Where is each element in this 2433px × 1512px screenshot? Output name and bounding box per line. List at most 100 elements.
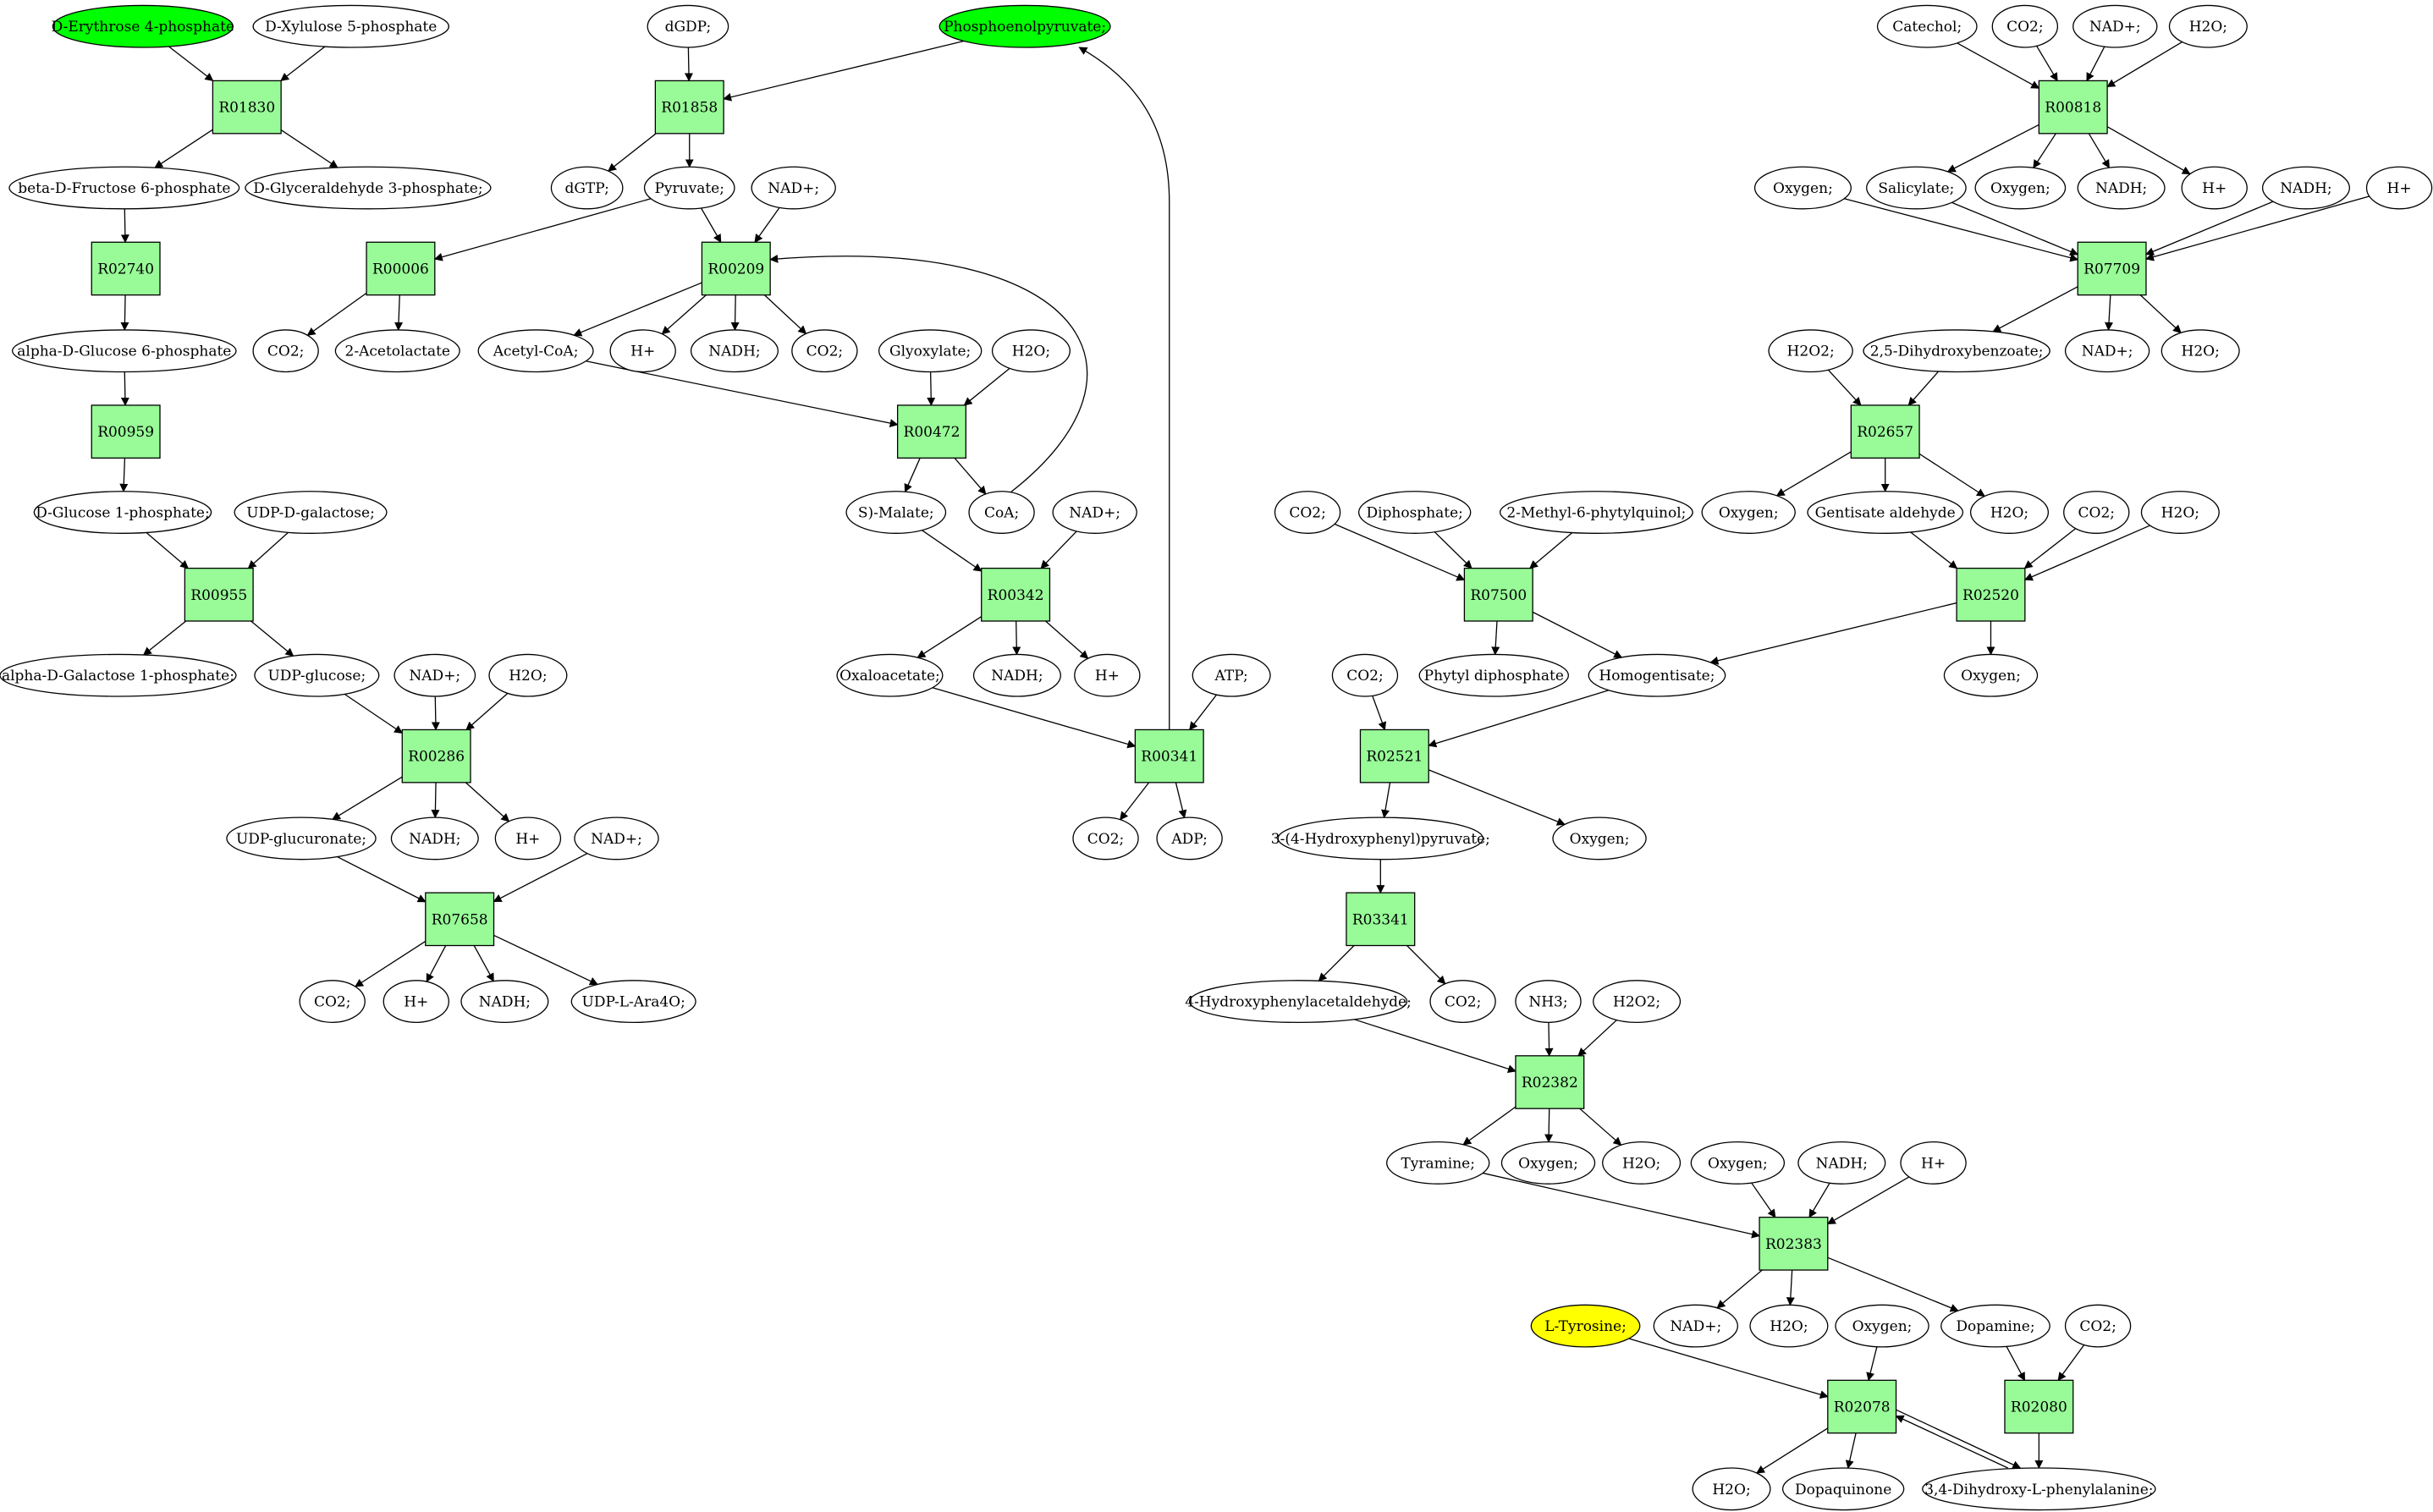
compound-co2[interactable]: CO2; [2063,491,2130,534]
compound-alpha-d-galactose-1-phosphate[interactable]: alpha-D-Galactose 1-phosphate; [0,653,237,697]
compound-nad[interactable]: NAD+; [2072,4,2158,48]
compound-homogentisate[interactable]: Homogentisate; [1588,653,1726,697]
reaction-r01830[interactable]: R01830 [212,80,282,135]
compound-l-tyrosine[interactable]: L-Tyrosine; [1530,1304,1641,1348]
compound-dopamine[interactable]: Dopamine; [1940,1304,2050,1348]
reaction-r00341[interactable]: R00341 [1134,729,1204,783]
compound-nadh[interactable]: NADH; [2077,166,2166,210]
compound-coa[interactable]: CoA; [968,491,1035,534]
compound-nadh[interactable]: NADH; [972,653,1061,697]
reaction-r02740[interactable]: R02740 [91,241,161,296]
compound-s-malate[interactable]: S)-Malate; [845,491,947,534]
compound-3-4-dihydroxy-l-phenylalanine[interactable]: 3,4-Dihydroxy-L-phenylalanine; [1922,1467,2156,1511]
compound-nad[interactable]: NAD+; [1653,1304,1739,1348]
compound-oxygen[interactable]: Oxygen; [1753,166,1852,210]
compound-dgdp[interactable]: dGDP; [647,4,729,48]
compound-h[interactable]: H+ [494,816,562,860]
compound-udp-l-ara4o[interactable]: UDP-L-Ara4O; [570,980,696,1023]
compound-h2o[interactable]: H2O; [2168,4,2248,48]
compound-3-4-hydroxyphenyl-pyruvate[interactable]: 3-(4-Hydroxyphenyl)pyruvate; [1271,816,1490,860]
compound-h[interactable]: H+ [2181,166,2248,210]
compound-d-erythrose-4-phosphate[interactable]: D-Erythrose 4-phosphate [52,4,234,48]
compound-phosphoenolpyruvate[interactable]: Phosphoenolpyruvate; [939,4,1111,48]
compound-nad[interactable]: NAD+; [574,816,659,860]
compound-gentisate-aldehyde[interactable]: Gentisate aldehyde [1807,491,1964,534]
reaction-r00472[interactable]: R00472 [896,404,967,459]
compound-co2[interactable]: CO2; [2064,1304,2132,1348]
reaction-r00209[interactable]: R00209 [701,241,771,296]
compound-h2o[interactable]: H2O; [991,329,1071,373]
compound-nh3[interactable]: NH3; [1515,980,1582,1023]
compound-2-methyl-6-phytylquinol[interactable]: 2-Methyl-6-phytylquinol; [1499,491,1693,534]
compound-h[interactable]: H+ [1074,653,1141,697]
compound-nad[interactable]: NAD+; [2064,329,2150,373]
compound-oxygen[interactable]: Oxygen; [1690,1141,1786,1185]
compound-atp[interactable]: ATP; [1192,653,1271,697]
reaction-r03341[interactable]: R03341 [1346,892,1416,947]
compound-h2o[interactable]: H2O; [2161,329,2240,373]
compound-h2o[interactable]: H2O; [1602,1141,1682,1185]
compound-nad[interactable]: NAD+; [751,166,836,210]
compound-d-glucose-1-phosphate[interactable]: D-Glucose 1-phosphate; [33,491,212,534]
compound-co2[interactable]: CO2; [1331,653,1399,697]
compound-co2[interactable]: CO2; [1429,980,1496,1023]
compound-4-hydroxyphenylacetaldehyde[interactable]: 4-Hydroxyphenylacetaldehyde; [1185,980,1412,1023]
reaction-r07709[interactable]: R07709 [2077,241,2147,296]
compound-udp-glucose[interactable]: UDP-glucose; [254,653,380,697]
compound-2-acetolactate[interactable]: 2-Acetolactate [334,329,460,373]
compound-nadh[interactable]: NADH; [690,329,779,373]
compound-co2[interactable]: CO2; [1991,4,2059,48]
reaction-r02078[interactable]: R02078 [1827,1379,1897,1434]
compound-oxygen[interactable]: Oxygen; [1974,166,2067,210]
compound-tyramine[interactable]: Tyramine; [1386,1141,1490,1185]
compound-udp-d-galactose[interactable]: UDP-D-galactose; [234,491,388,534]
compound-adp[interactable]: ADP; [1156,816,1223,860]
compound-nadh[interactable]: NADH; [460,980,549,1023]
compound-oxygen[interactable]: Oxygen; [1552,816,1647,860]
compound-dopaquinone[interactable]: Dopaquinone [1781,1467,1905,1511]
compound-h2o2[interactable]: H2O2; [1768,329,1853,373]
compound-h[interactable]: H+ [609,329,676,373]
reaction-r00818[interactable]: R00818 [2038,80,2108,135]
reaction-r00006[interactable]: R00006 [366,241,436,296]
compound-phytyl-diphosphate[interactable]: Phytyl diphosphate [1418,653,1570,697]
reaction-r02383[interactable]: R02383 [1759,1216,1829,1271]
compound-glyoxylate[interactable]: Glyoxylate; [878,329,983,373]
compound-h[interactable]: H+ [2365,166,2433,210]
compound-co2[interactable]: CO2; [791,329,858,373]
compound-h2o[interactable]: H2O; [1969,491,2050,534]
compound-h[interactable]: H+ [383,980,449,1023]
compound-oxygen[interactable]: Oxygen; [1500,1141,1596,1185]
compound-d-glyceraldehyde-3-phosphate[interactable]: D-Glyceraldehyde 3-phosphate; [245,166,492,210]
compound-dgtp[interactable]: dGTP; [550,166,624,210]
compound-pyruvate[interactable]: Pyruvate; [643,166,735,210]
compound-h2o[interactable]: H2O; [1692,1467,1771,1511]
reaction-r02080[interactable]: R02080 [2004,1379,2074,1434]
compound-oxaloacetate[interactable]: Oxaloacetate; [836,653,944,697]
reaction-r02521[interactable]: R02521 [1359,729,1429,783]
reaction-r00959[interactable]: R00959 [91,404,161,459]
compound-salicylate[interactable]: Salicylate; [1866,166,1967,210]
reaction-r01858[interactable]: R01858 [654,80,724,135]
reaction-r07658[interactable]: R07658 [425,892,495,947]
compound-beta-d-fructose-6-phosphate[interactable]: beta-D-Fructose 6-phosphate [8,166,240,210]
compound-co2[interactable]: CO2; [1072,816,1139,860]
compound-nadh[interactable]: NADH; [390,816,479,860]
compound-h2o[interactable]: H2O; [488,653,568,697]
compound-udp-glucuronate[interactable]: UDP-glucuronate; [226,816,377,860]
reaction-r02382[interactable]: R02382 [1515,1055,1585,1109]
compound-h2o[interactable]: H2O; [2140,491,2220,534]
compound-oxygen[interactable]: Oxygen; [1943,653,2039,697]
reaction-r00955[interactable]: R00955 [184,567,254,622]
reaction-r00342[interactable]: R00342 [981,567,1051,622]
compound-nad[interactable]: NAD+; [394,653,476,697]
reaction-r07500[interactable]: R07500 [1463,567,1533,622]
reaction-r00286[interactable]: R00286 [401,729,471,783]
compound-diphosphate[interactable]: Diphosphate; [1357,491,1472,534]
compound-alpha-d-glucose-6-phosphate[interactable]: alpha-D-Glucose 6-phosphate [12,329,237,373]
compound-nadh[interactable]: NADH; [1797,1141,1886,1185]
compound-oxygen[interactable]: Oxygen; [1835,1304,1929,1348]
compound-2-5-dihydroxybenzoate[interactable]: 2,5-Dihydroxybenzoate; [1863,329,2050,373]
compound-h[interactable]: H+ [1900,1141,1967,1185]
compound-oxygen[interactable]: Oxygen; [1701,491,1796,534]
